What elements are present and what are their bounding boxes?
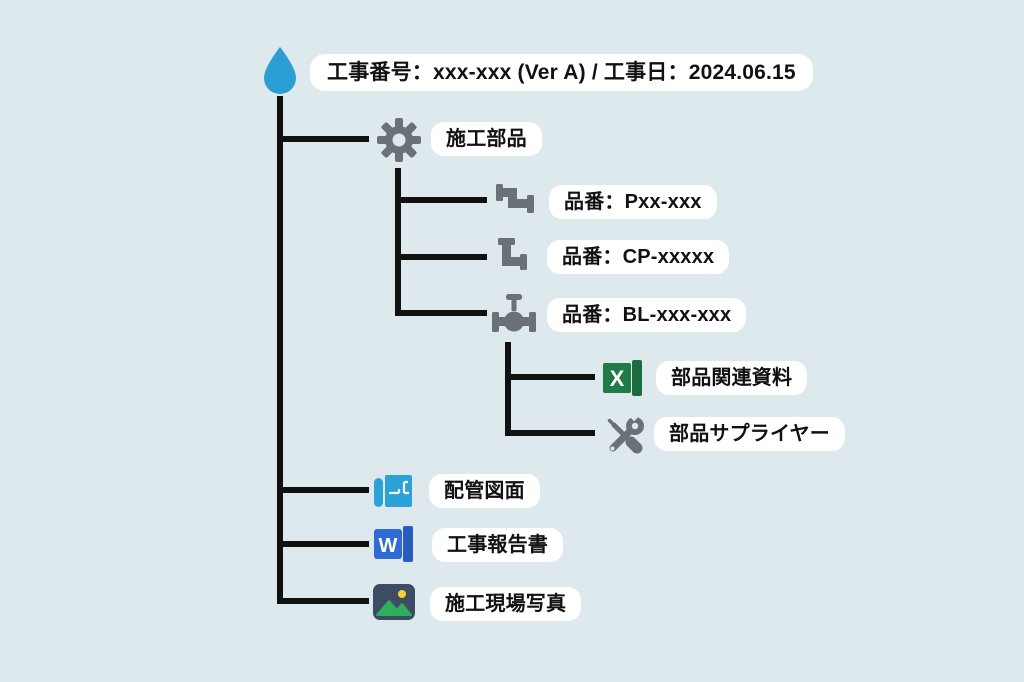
node-label-parts-supplier: 部品サプライヤー bbox=[654, 417, 845, 451]
branch-line-supplier bbox=[511, 430, 595, 436]
node-label-site-photos: 施工現場写真 bbox=[430, 587, 582, 621]
photo-icon bbox=[372, 581, 416, 623]
blueprint-icon bbox=[372, 469, 416, 513]
branch-line-photos bbox=[283, 598, 369, 604]
excel-letter: X bbox=[610, 366, 625, 391]
water-drop-icon bbox=[261, 46, 299, 96]
node-label-parts-documents: 部品関連資料 bbox=[656, 361, 808, 395]
trunk-line bbox=[277, 96, 283, 604]
tools-icon bbox=[600, 411, 646, 457]
branch-line-part-bl bbox=[401, 310, 487, 316]
word-letter: W bbox=[379, 535, 398, 557]
node-label-construction-parts: 施工部品 bbox=[431, 122, 542, 156]
root-node-label: 工事番号：xxx-xxx (Ver A) / 工事日：2024.06.15 bbox=[310, 54, 813, 91]
excel-icon: X bbox=[602, 357, 644, 399]
branch-line-drawing bbox=[283, 487, 369, 493]
pipe-elbow-icon bbox=[494, 236, 536, 278]
node-label-construction-report: 工事報告書 bbox=[432, 528, 563, 562]
branch-line-docs bbox=[511, 374, 595, 380]
parts-trunk-line bbox=[395, 168, 401, 316]
gear-icon bbox=[376, 117, 422, 163]
valve-icon bbox=[490, 292, 538, 338]
node-label-piping-drawing: 配管図面 bbox=[429, 474, 540, 508]
branch-line-report bbox=[283, 541, 369, 547]
word-icon: W bbox=[372, 523, 416, 565]
bl-trunk-line bbox=[505, 342, 511, 436]
pipe-icon bbox=[494, 180, 536, 222]
node-label-part-bl: 品番：BL-xxx-xxx bbox=[547, 298, 747, 332]
node-label-part-cp: 品番：CP-xxxxx bbox=[547, 240, 730, 274]
branch-line-parts bbox=[283, 136, 369, 142]
branch-line-part-p bbox=[401, 197, 487, 203]
node-label-part-p: 品番：Pxx-xxx bbox=[549, 185, 717, 219]
branch-line-part-cp bbox=[401, 254, 487, 260]
